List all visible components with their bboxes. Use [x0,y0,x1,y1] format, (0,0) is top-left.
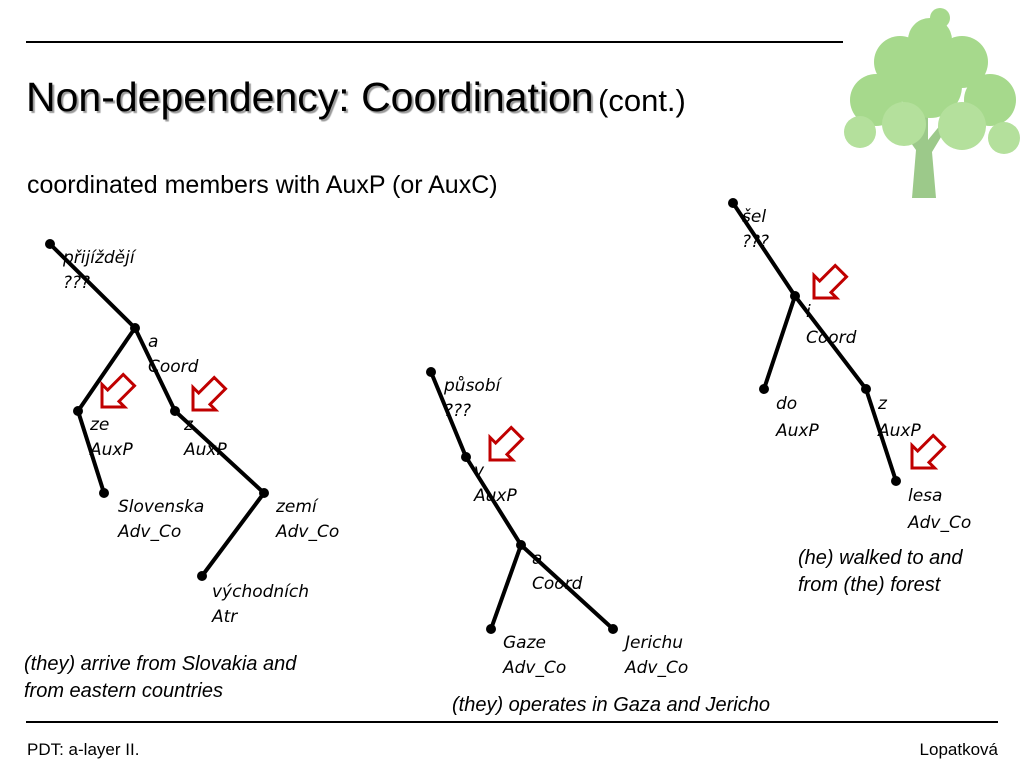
node-form: šel [742,207,766,227]
node-afun: Coord [532,574,583,594]
highlight-arrow-icon [100,372,137,409]
tree-edge [76,409,106,495]
tree-edge [793,294,868,391]
node-afun: Atr [211,607,238,627]
bottom-rule [26,721,998,723]
node-afun: ??? [444,401,471,421]
tree-edge [429,370,468,459]
highlight-arrow-icon [191,375,228,412]
footer-right: Lopatková [919,740,998,759]
node-afun: Adv_Co [275,522,339,542]
tree-edge [200,491,266,578]
tree-edge [48,242,137,330]
caption-line: (he) walked to and [798,547,963,569]
node-afun: AuxP [183,440,227,460]
highlight-arrow-icon [910,433,947,470]
title-suffix: (cont.) [598,83,686,118]
node-form: Gaze [503,633,546,653]
tree-node: přijíždějí ??? [45,239,137,293]
tree-edge [489,543,523,631]
tree-logo-icon [844,8,1020,198]
tree-node: lesa Adv_Co [891,476,971,533]
node-form: i [806,302,811,322]
node-afun: Adv_Co [117,522,181,542]
node-form: východních [212,582,309,602]
tree-node: působí ??? [426,367,503,421]
node-form: z [877,394,888,414]
tree-node: ze AuxP [73,406,133,460]
tree-node: Jerichu Adv_Co [608,624,688,678]
caption-line: (they) operates in Gaza and Jericho [452,694,770,716]
node-form: zemí [275,497,319,517]
tree-edge [464,455,523,547]
tree-edge [864,387,898,483]
node-afun: AuxP [473,486,517,506]
node-afun: ??? [63,273,90,293]
tree-edge [731,201,797,298]
caption-tree-1: (they) arrive from Slovakia and from eas… [24,651,296,705]
tree-node: východních Atr [197,571,309,627]
node-afun: Coord [148,357,199,377]
node-afun: Adv_Co [502,658,566,678]
highlight-arrow-icon [488,425,525,462]
node-form: a [148,332,158,352]
footer-left: PDT: a-layer II. [27,740,140,759]
title-main: Non-dependency: Coordination [26,74,594,120]
tree-node: v AuxP [461,452,517,506]
caption-line: (they) arrive from Slovakia and [24,653,297,675]
node-form: Slovenska [118,497,204,517]
tree-edge [519,543,615,631]
tree-edge [762,294,797,391]
highlight-arrow-icon [812,263,849,300]
node-form: a [532,549,542,569]
slide-subtitle: coordinated members with AuxP (or AuxC) [27,171,498,199]
tree-node: šel ??? [728,198,769,252]
tree-edge [133,326,177,413]
top-rule [26,41,843,43]
tree-node: z AuxP [861,384,921,441]
tree-node: z AuxP [170,406,227,460]
node-afun: AuxP [775,421,819,441]
tree-walked-to-and-from-forest: šel ??? i Coord do AuxP z AuxP lesa Adv_… [728,198,971,533]
node-form: lesa [908,486,942,506]
tree-node: i Coord [790,291,857,348]
slide-title: Non-dependency: Coordination (cont.) [26,74,686,121]
node-form: do [776,394,797,414]
node-afun: Coord [806,328,857,348]
tree-edge [173,409,266,495]
node-afun: AuxP [877,421,921,441]
node-form: působí [443,375,503,396]
tree-operates-in-gaza: působí ??? v AuxP a Coord Gaze Adv_Co Je… [426,367,688,678]
tree-edge [76,326,137,413]
tree-node: Slovenska Adv_Co [99,488,204,542]
node-form: Jerichu [622,633,683,653]
caption-tree-3: (he) walked to and from (the) forest [798,545,963,599]
caption-line: from eastern countries [24,680,223,702]
tree-node: zemí Adv_Co [259,488,339,542]
node-afun: ??? [742,232,769,252]
caption-line: from (the) forest [798,574,941,596]
node-afun: Adv_Co [907,513,971,533]
node-form: z [183,415,194,435]
node-form: v [474,461,485,481]
caption-tree-2: (they) operates in Gaza and Jericho [452,692,770,719]
tree-node: a Coord [516,540,583,594]
node-afun: Adv_Co [624,658,688,678]
node-form: přijíždějí [62,248,137,268]
node-afun: AuxP [89,440,133,460]
tree-node: a Coord [130,323,199,377]
tree-node: Gaze Adv_Co [486,624,566,678]
tree-arrive-from-slovakia: přijíždějí ??? a Coord ze AuxP z AuxP Sl… [45,239,339,627]
node-form: ze [89,415,109,435]
tree-node: do AuxP [759,384,819,441]
